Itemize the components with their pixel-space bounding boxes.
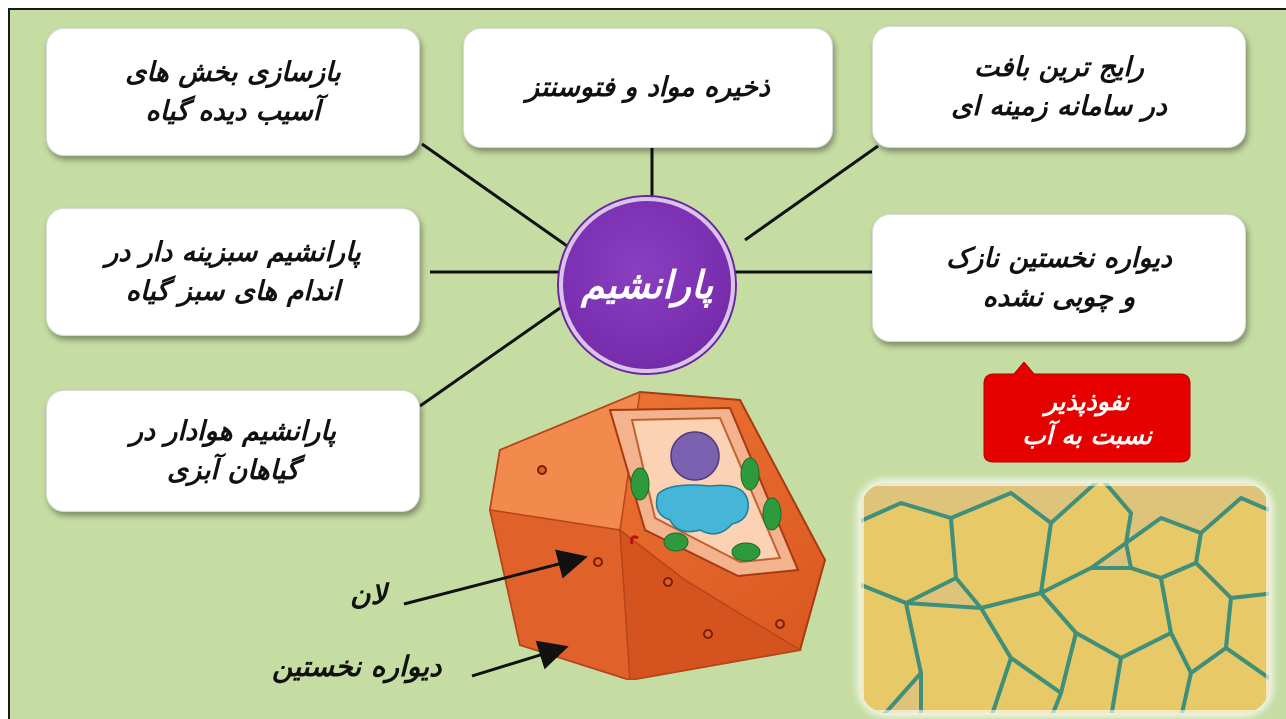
label-pit: لان (350, 578, 387, 611)
micrograph (861, 483, 1269, 713)
slide: بازسازی بخش های آسیب دیده گیاه ذخیره موا… (8, 8, 1286, 719)
arrow-wall (472, 648, 563, 676)
micrograph-image (861, 483, 1269, 713)
arrow-pit (404, 558, 582, 604)
label-primary-wall: دیواره نخستین (272, 650, 442, 683)
